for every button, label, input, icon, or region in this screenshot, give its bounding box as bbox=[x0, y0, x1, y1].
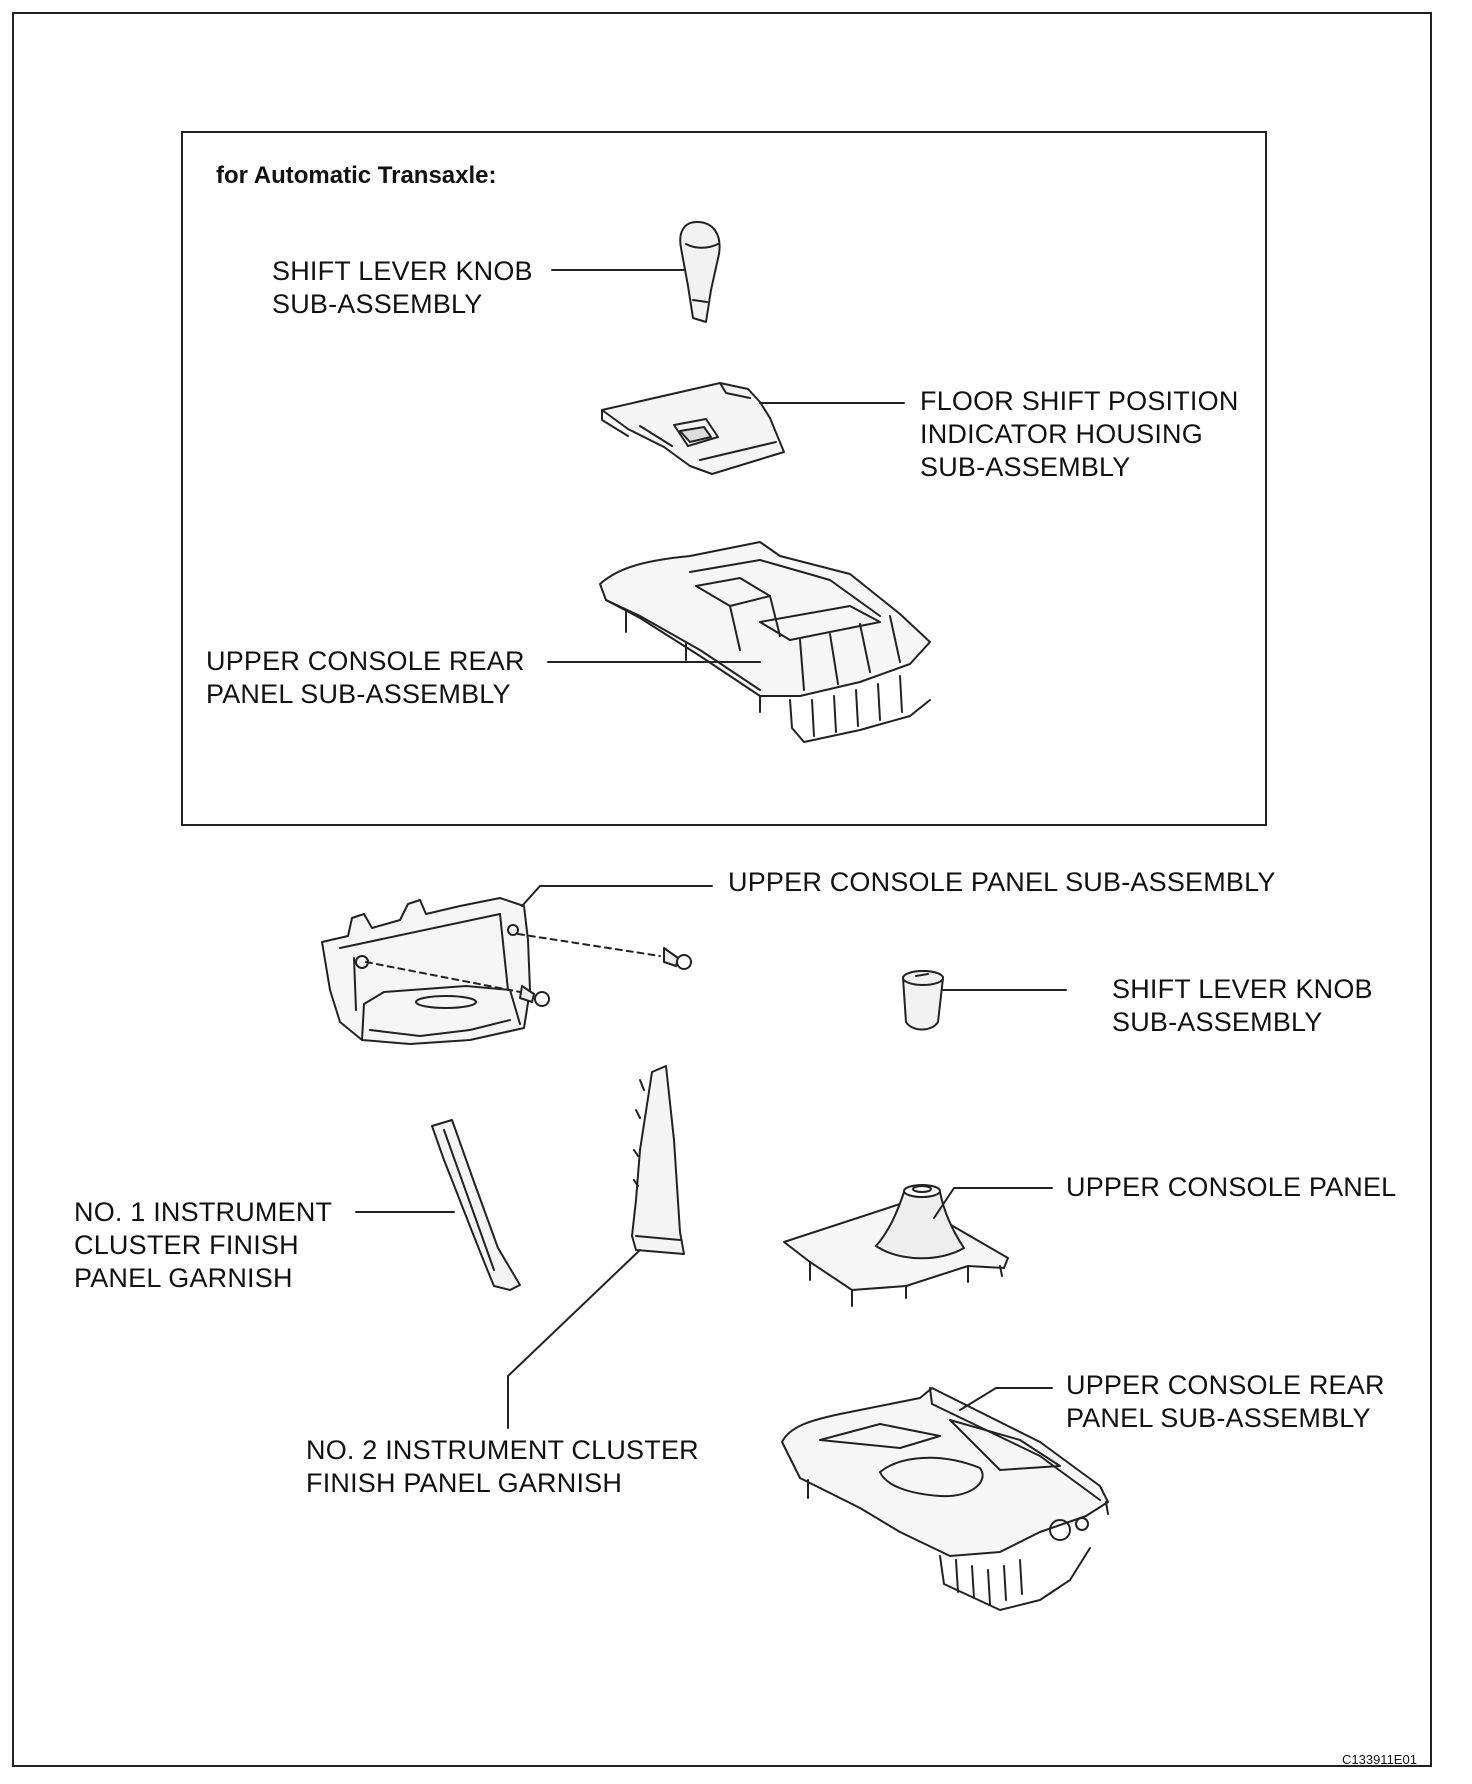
upper-console-panel-part bbox=[783, 1184, 1009, 1307]
label-floor-shift-housing: FLOOR SHIFT POSITION INDICATOR HOUSING S… bbox=[920, 386, 1239, 482]
no2-garnish-part bbox=[631, 1065, 685, 1255]
shift-lever-knob-mt-part bbox=[902, 970, 944, 1031]
figure-code: C133911E01 bbox=[1342, 1752, 1417, 1767]
label-no2-garnish: NO. 2 INSTRUMENT CLUSTER FINISH PANEL GA… bbox=[306, 1435, 699, 1498]
leader-lines bbox=[355, 269, 1067, 1429]
label-upper-console-panel-sub: UPPER CONSOLE PANEL SUB-ASSEMBLY bbox=[728, 867, 1276, 897]
shift-lever-knob-at-part bbox=[679, 221, 721, 323]
leader-no2-garnish bbox=[507, 1249, 641, 1429]
outer-frame bbox=[12, 12, 1432, 1767]
leader-upper-console-rear-mt bbox=[959, 1387, 1053, 1411]
label-shift-lever-knob-at: SHIFT LEVER KNOB SUB-ASSEMBLY bbox=[272, 256, 533, 319]
upper-console-rear-panel-mt-part bbox=[781, 1387, 1109, 1611]
floor-shift-indicator-housing-part bbox=[601, 382, 785, 475]
leader-upper-console-panel bbox=[933, 1187, 1053, 1219]
label-no1-garnish: NO. 1 INSTRUMENT CLUSTER FINISH PANEL GA… bbox=[74, 1197, 333, 1293]
label-upper-console-rear-at: UPPER CONSOLE REAR PANEL SUB-ASSEMBLY bbox=[206, 646, 525, 709]
automatic-transaxle-inset bbox=[181, 131, 1267, 826]
label-upper-console-panel: UPPER CONSOLE PANEL bbox=[1066, 1172, 1397, 1202]
leader-upper-console-panel-sub bbox=[521, 885, 713, 907]
inset-heading: for Automatic Transaxle: bbox=[216, 162, 497, 189]
screw-lower-part bbox=[365, 961, 550, 1007]
no1-garnish-part bbox=[431, 1119, 521, 1291]
upper-console-rear-panel-at-part bbox=[599, 541, 931, 743]
upper-console-panel-sub-assembly-part bbox=[321, 897, 531, 1045]
label-upper-console-rear-mt: UPPER CONSOLE REAR PANEL SUB-ASSEMBLY bbox=[1066, 1370, 1385, 1433]
screw-upper-part bbox=[517, 933, 692, 970]
label-shift-lever-knob-mt: SHIFT LEVER KNOB SUB-ASSEMBLY bbox=[1112, 974, 1373, 1037]
